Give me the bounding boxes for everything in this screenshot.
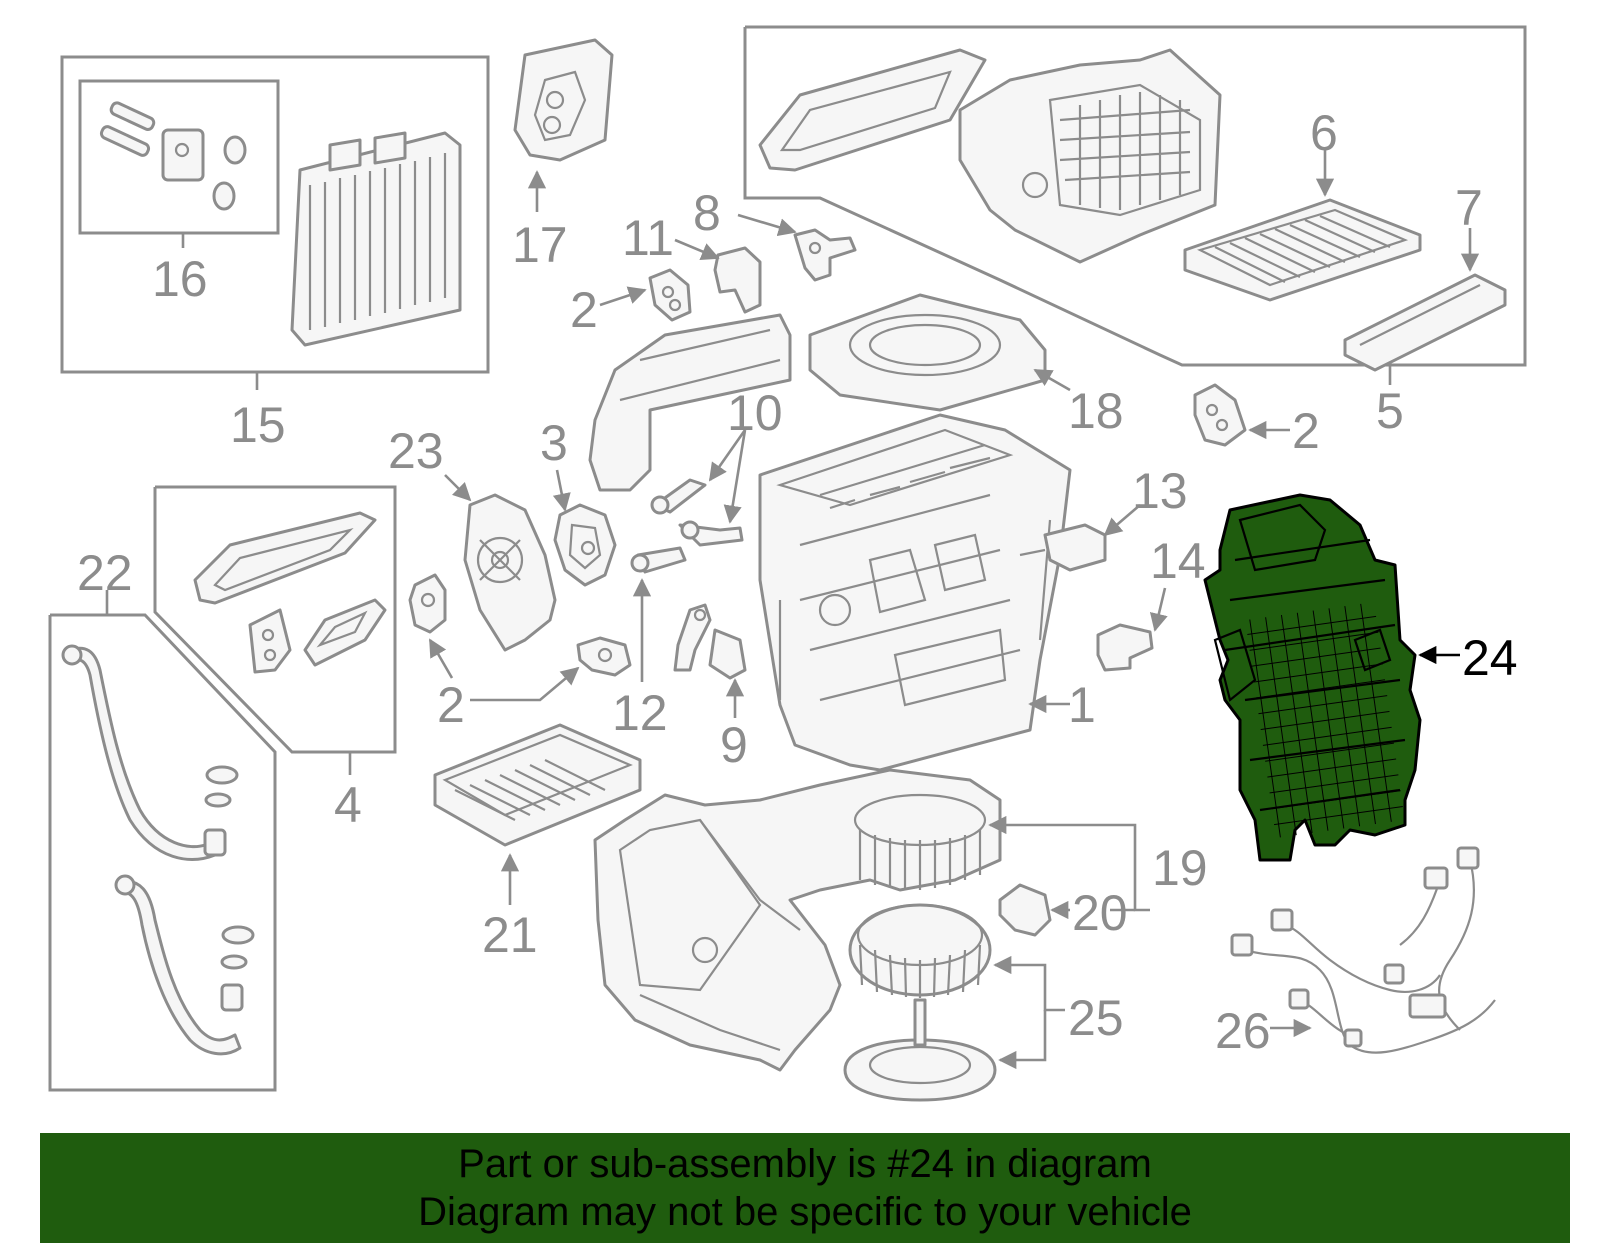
kit-5-box xyxy=(743,25,1527,367)
callout-17: 17 xyxy=(512,217,568,273)
callout-15: 15 xyxy=(230,397,286,453)
callout-19: 19 xyxy=(1152,840,1208,896)
kit-22-group xyxy=(48,613,277,1092)
callout-21: 21 xyxy=(482,907,538,963)
actuator-23 xyxy=(444,474,557,652)
callout-labels: 1 2 2 2 3 4 5 6 7 8 9 10 11 12 13 14 15 … xyxy=(77,105,1518,1059)
upper-case-18 xyxy=(588,293,1071,492)
gasket-17 xyxy=(513,38,614,212)
callout-11: 11 xyxy=(622,210,674,266)
callout-2-lower: 2 xyxy=(437,677,465,733)
kit-4-group xyxy=(153,485,397,754)
callout-22: 22 xyxy=(77,545,133,601)
blower-wheel-25 xyxy=(848,903,992,998)
filter-door-7 xyxy=(1343,273,1507,372)
callout-20: 20 xyxy=(1072,885,1128,941)
kit-15-box xyxy=(60,55,490,374)
seal-frame xyxy=(758,48,987,172)
callout-16: 16 xyxy=(152,251,208,307)
seal-kit-16 xyxy=(99,101,247,211)
heater-case-1 xyxy=(758,413,1072,772)
heater-core-21 xyxy=(433,723,642,905)
lower-case-19 xyxy=(593,768,1150,1072)
callout-23: 23 xyxy=(388,423,444,479)
callout-12: 12 xyxy=(612,685,668,741)
actuator-3 xyxy=(552,469,617,587)
callout-5: 5 xyxy=(1376,383,1404,439)
sensor-14 xyxy=(1096,587,1168,672)
callout-4: 4 xyxy=(334,777,362,833)
kit-22-box xyxy=(48,613,277,1092)
callout-10: 10 xyxy=(727,385,783,441)
callout-7: 7 xyxy=(1455,180,1483,236)
air-inlet-case xyxy=(958,48,1222,264)
resistor-20 xyxy=(998,883,1135,937)
callout-2-upper: 2 xyxy=(570,282,598,338)
actuator-11 xyxy=(674,238,762,314)
grommet-2-left xyxy=(408,573,454,679)
parts-diagram: 1 2 2 2 3 4 5 6 7 8 9 10 11 12 13 14 15 … xyxy=(48,25,1527,1102)
callout-3: 3 xyxy=(540,415,568,471)
sensor-13 xyxy=(1019,504,1141,572)
sensor-8 xyxy=(737,213,857,282)
callout-24: 24 xyxy=(1462,630,1518,686)
seal-4b xyxy=(303,598,387,667)
hose-lower xyxy=(118,878,242,1056)
cabin-filter-6 xyxy=(1183,198,1422,302)
grommet-2-lower xyxy=(470,636,632,702)
evaporator-core xyxy=(290,131,462,347)
kit-5-group xyxy=(743,25,1527,372)
harness-26 xyxy=(1230,846,1496,1054)
kit-4-box xyxy=(153,485,397,754)
blower-motor-25 xyxy=(843,955,1065,1102)
callout-6: 6 xyxy=(1310,105,1338,161)
callout-18: 18 xyxy=(1068,383,1124,439)
kit-15-group xyxy=(60,55,490,374)
link-10 xyxy=(650,429,747,547)
grommet-2-upper xyxy=(599,268,692,322)
callout-2-right: 2 xyxy=(1292,403,1320,459)
callout-26: 26 xyxy=(1215,1003,1271,1059)
banner-line-1: Part or sub-assembly is #24 in diagram xyxy=(458,1142,1152,1186)
callout-13: 13 xyxy=(1132,463,1188,519)
info-banner: Part or sub-assembly is #24 in diagram D… xyxy=(40,1133,1570,1243)
callout-8: 8 xyxy=(693,185,721,241)
link-12 xyxy=(630,546,687,682)
callout-9: 9 xyxy=(720,717,748,773)
callout-25: 25 xyxy=(1068,990,1124,1046)
highlighted-part-24 xyxy=(1203,493,1460,862)
banner-line-2: Diagram may not be specific to your vehi… xyxy=(418,1190,1192,1234)
hose-upper xyxy=(68,646,217,861)
bracket-4 xyxy=(248,608,292,674)
kit-16-box xyxy=(78,79,280,235)
lever-9 xyxy=(673,603,747,718)
grommet-2-right xyxy=(1193,383,1290,447)
callout-1: 1 xyxy=(1068,677,1096,733)
callout-14: 14 xyxy=(1150,533,1206,589)
